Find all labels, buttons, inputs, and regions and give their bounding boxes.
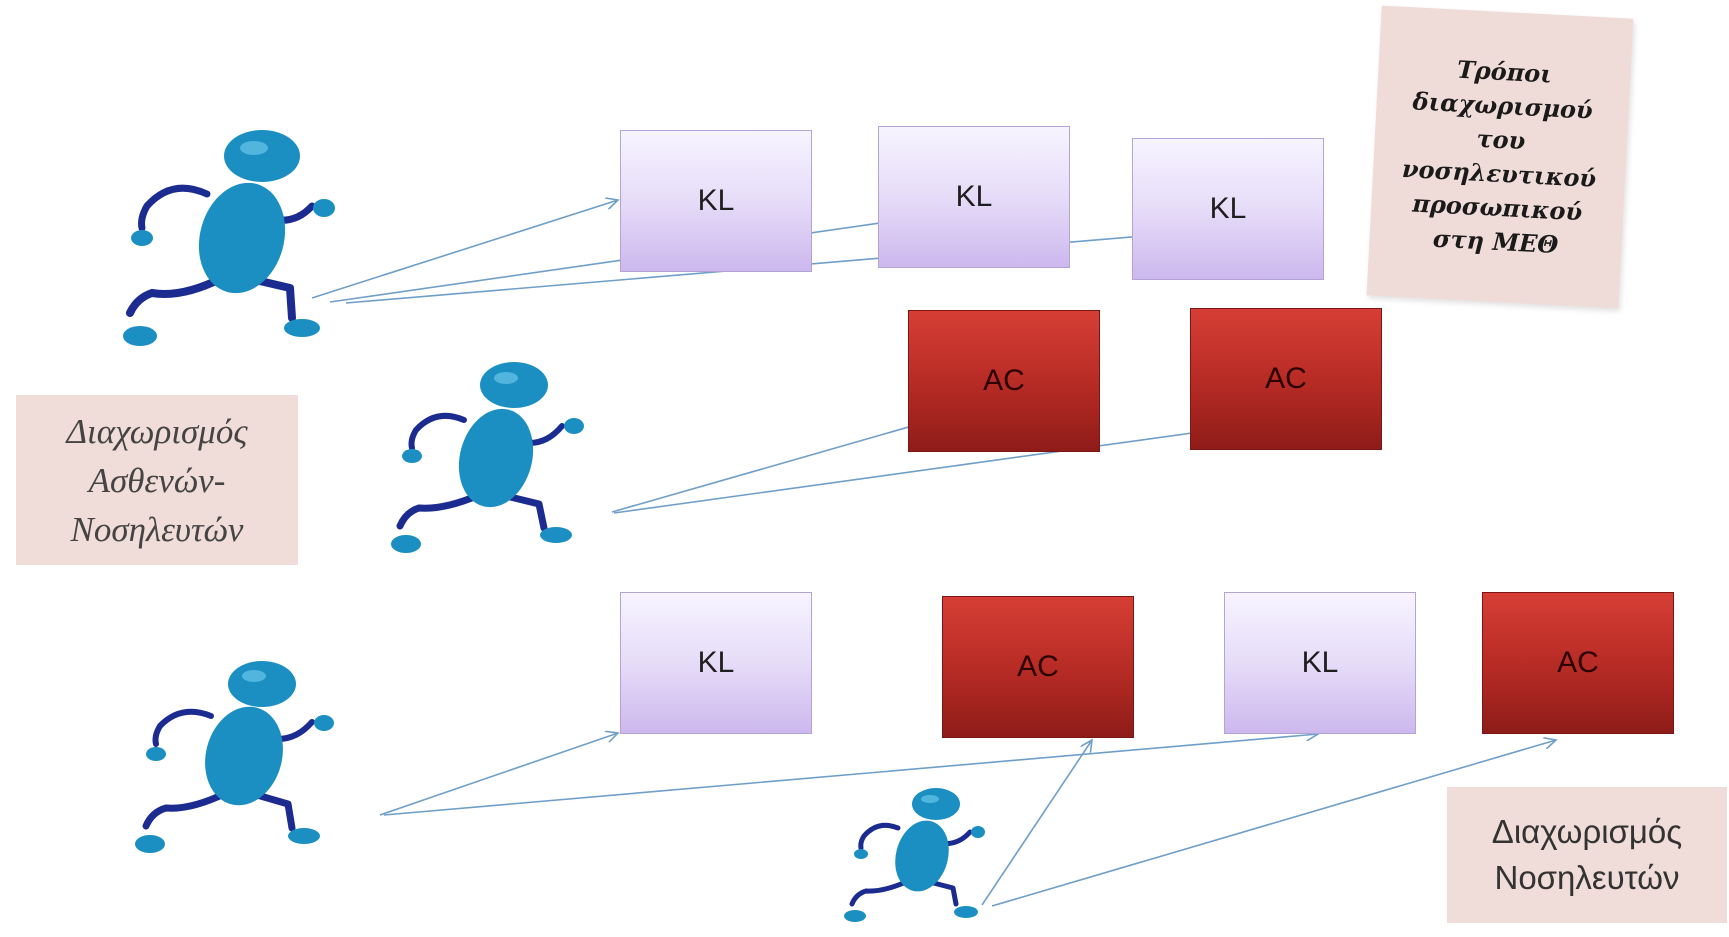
arrow-row3-to-kl1 — [379, 733, 618, 816]
kl-box-row1-1: KL — [620, 130, 812, 272]
runner-figure — [123, 130, 335, 346]
kl-box-row3-2: KL — [1224, 592, 1416, 734]
ac-box-row3-2: AC — [1482, 592, 1674, 734]
runner-icon-row3 — [135, 661, 334, 853]
runner-icon-row3-small — [844, 788, 985, 922]
runner-figure — [135, 661, 334, 853]
kl-box-row3-1: KL — [620, 592, 812, 734]
runner-icon-row1 — [123, 130, 335, 346]
kl-box-row1-2: KL — [878, 126, 1070, 268]
runner-icon-row2 — [391, 362, 584, 553]
runner-figure — [391, 362, 584, 553]
ac-box-row2-2: AC — [1190, 308, 1382, 450]
kl-box-row1-3: KL — [1132, 138, 1324, 280]
left-note: Διαχωρισμός Ασθενών- Νοσηλευτών — [16, 395, 298, 565]
ac-box-row3-1: AC — [942, 596, 1134, 738]
ac-box-row2-1: AC — [908, 310, 1100, 452]
title-note: Τρόποι διαχωρισμού του νοσηλευτικού προσ… — [1366, 5, 1634, 309]
runner-figure — [844, 788, 985, 922]
right-note: Διαχωρισμός Νοσηλευτών — [1447, 787, 1727, 923]
